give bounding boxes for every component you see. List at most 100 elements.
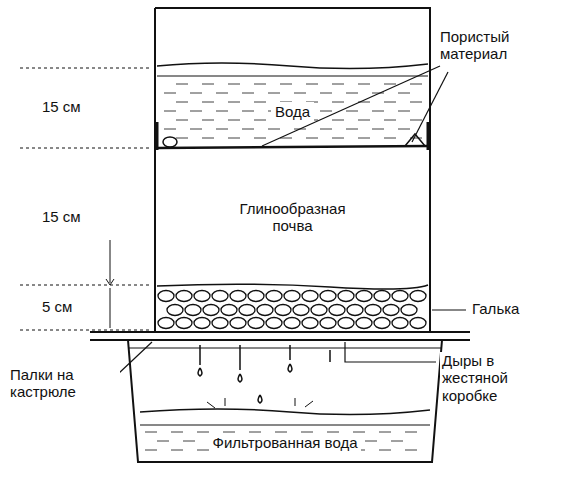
pebble	[248, 318, 264, 329]
soil-boundary	[157, 284, 428, 289]
hatch-stroke	[254, 84, 266, 85]
tin-box	[155, 8, 430, 332]
hatch-stroke	[197, 450, 209, 451]
pebble	[239, 305, 255, 316]
layer-label: Вода	[271, 102, 314, 121]
splash	[207, 398, 313, 408]
hatch-stroke	[384, 120, 396, 121]
hatch-stroke	[254, 138, 266, 139]
hatch-stroke	[358, 102, 370, 103]
pebbles	[158, 291, 426, 329]
hatch-stroke	[346, 129, 358, 130]
pebble	[329, 305, 345, 316]
pot-rim	[128, 348, 442, 349]
hatch-stroke	[242, 111, 254, 112]
part-label: Пористый материал	[438, 28, 552, 63]
leader-line	[412, 72, 448, 142]
pebble	[311, 305, 327, 316]
dimension-label: 5 см	[40, 298, 74, 315]
hatch-stroke	[410, 84, 422, 85]
pebble	[410, 318, 426, 329]
hatch-stroke	[216, 111, 228, 112]
hatch-stroke	[372, 93, 384, 94]
filtered-water-surface	[140, 409, 430, 415]
layer-label: Фильтрованная вода	[209, 433, 362, 452]
hatch-stroke	[320, 93, 332, 94]
hatch-stroke	[384, 84, 396, 85]
water-drops	[198, 345, 330, 408]
hatch-stroke	[176, 102, 188, 103]
hatch-stroke	[176, 120, 188, 121]
dimension-lines	[20, 68, 150, 330]
hatch-stroke	[164, 93, 176, 94]
hatch-stroke	[372, 129, 384, 130]
hatch-stroke	[391, 441, 403, 442]
hatch-stroke	[346, 93, 358, 94]
leader-line	[118, 342, 152, 374]
pebble	[374, 318, 390, 329]
pebble	[275, 305, 291, 316]
hatch-stroke	[171, 450, 183, 451]
hatch-stroke	[145, 432, 157, 433]
hatch-stroke	[228, 138, 240, 139]
pebble	[320, 291, 336, 302]
pebble	[248, 291, 264, 302]
hatch-stroke	[164, 129, 176, 130]
pebble	[293, 305, 309, 316]
hatch-stroke	[405, 432, 417, 433]
hatch-stroke	[268, 93, 280, 94]
hatch-stroke	[202, 84, 214, 85]
pebble	[383, 305, 399, 316]
hatch-stroke	[332, 102, 344, 103]
pebble	[320, 318, 336, 329]
drop	[198, 345, 202, 376]
pebble	[230, 291, 246, 302]
hatch-stroke	[379, 432, 391, 433]
sticks-on-pot	[90, 332, 470, 340]
hatch-stroke	[145, 450, 157, 451]
hatch-stroke	[332, 120, 344, 121]
pebble	[257, 305, 273, 316]
filter-layer: Глинообразная почва	[157, 150, 428, 284]
hatch-stroke	[197, 432, 209, 433]
hatch-stroke	[280, 138, 292, 139]
drop	[329, 350, 331, 362]
pebble	[266, 291, 282, 302]
hatch-stroke	[190, 129, 202, 130]
part-label: Палки на кастрюле	[8, 366, 120, 401]
hatch-stroke	[301, 432, 313, 433]
hatch-stroke	[183, 441, 195, 442]
porous-layer	[157, 146, 428, 148]
hatch-stroke	[242, 93, 254, 94]
pebble	[185, 305, 201, 316]
hatch-stroke	[410, 102, 422, 103]
drop	[288, 345, 292, 372]
hatch-stroke	[332, 138, 344, 139]
filter-layer: Вода	[157, 78, 428, 146]
hatch-stroke	[379, 450, 391, 451]
pebble	[401, 305, 417, 316]
pebble	[194, 318, 210, 329]
water-hatching	[145, 84, 422, 450]
pebble	[158, 291, 174, 302]
hatch-stroke	[190, 93, 202, 94]
hatch-stroke	[306, 138, 318, 139]
part-label: Галька	[470, 300, 521, 317]
hatch-stroke	[372, 111, 384, 112]
pebble	[212, 318, 228, 329]
dimension-tick	[20, 68, 150, 330]
leader-line	[432, 309, 466, 310]
pebble	[338, 318, 354, 329]
hatch-stroke	[398, 93, 410, 94]
pebble	[356, 318, 372, 329]
leader-line	[262, 66, 440, 146]
hatch-stroke	[398, 129, 410, 130]
hatch-stroke	[216, 129, 228, 130]
dimension-arrow	[110, 288, 111, 328]
pebble	[221, 305, 237, 316]
hatch-stroke	[327, 432, 339, 433]
hatch-stroke	[306, 84, 318, 85]
leader-lines	[118, 66, 466, 374]
pebble	[266, 318, 282, 329]
hatch-stroke	[228, 84, 240, 85]
